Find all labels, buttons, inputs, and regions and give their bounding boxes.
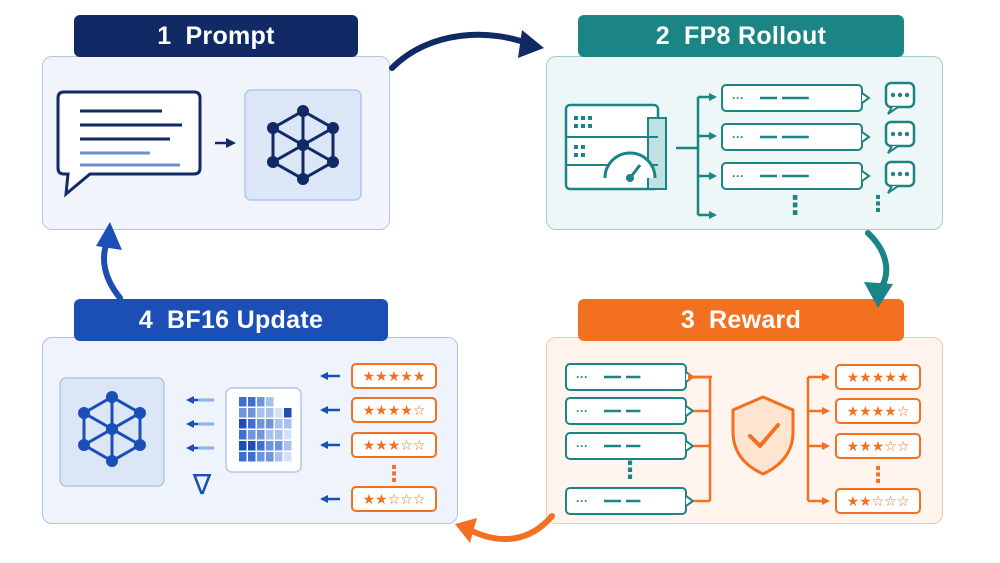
- step-1-title: 1 Prompt: [74, 15, 358, 57]
- star-rating-text: ★★★★★: [363, 369, 426, 385]
- response-dots: ···: [576, 494, 588, 508]
- star-rating: ★★★★★: [351, 363, 437, 389]
- rollout-chat-icons: [884, 81, 916, 194]
- response-bubble: ···: [565, 397, 695, 425]
- response-dots: ···: [576, 404, 588, 418]
- hexagon-network-icon: [244, 89, 362, 201]
- update-scores: ★★★★★ ★★★★☆ ★★★☆☆ ★★☆☆☆: [351, 363, 437, 512]
- star-rating: ★★☆☆☆: [835, 488, 921, 514]
- weight-matrix-icon: [225, 387, 302, 473]
- arrowhead: [864, 282, 893, 308]
- reward-scores: ★★★★★ ★★★★☆ ★★★☆☆ ★★☆☆☆: [835, 364, 921, 514]
- chat-dots-icon: [884, 160, 916, 194]
- step-3-label: Reward: [709, 305, 802, 334]
- step-4-number: 4: [138, 305, 154, 334]
- star-rating-text: ★★★★★: [847, 370, 910, 386]
- nabla-gradient-icon: ∇: [192, 469, 212, 500]
- star-rating: ★★★☆☆: [835, 433, 921, 459]
- reward-more-scores-dots: ⋮: [867, 462, 889, 487]
- response-bubble: ···: [565, 487, 695, 515]
- reward-responses: ··· ··· ··· ···: [565, 363, 695, 515]
- response-dots: ···: [732, 130, 744, 144]
- chat-document-icon: [56, 90, 202, 198]
- cycle-arrow-prompt-to-rollout: [389, 31, 535, 71]
- hexagon-network-icon: [59, 377, 165, 487]
- star-rating: ★★★★☆: [351, 397, 437, 423]
- chat-dots-icon: [884, 120, 916, 154]
- score-input-arrows: [320, 372, 340, 503]
- update-more-scores-dots: ⋮: [383, 461, 405, 486]
- arrowhead: [455, 518, 477, 543]
- step-1-number: 1: [157, 21, 172, 50]
- response-bubble: ···: [565, 432, 695, 460]
- star-rating-text: ★★★★☆: [847, 404, 910, 420]
- response-bubble: ···: [721, 162, 871, 190]
- step-2-title: 2 FP8 Rollout: [578, 15, 904, 57]
- reward-collect-lines: [688, 373, 712, 503]
- response-dots: ···: [576, 439, 588, 453]
- star-rating-text: ★★★☆☆: [847, 439, 910, 455]
- response-bubble: ···: [721, 123, 871, 151]
- cycle-arrow-reward-to-update: [467, 513, 555, 543]
- response-dots: ···: [732, 169, 744, 183]
- step-3-title: 3 Reward: [578, 299, 904, 341]
- star-rating: ★★★★★: [835, 364, 921, 390]
- star-rating-text: ★★★☆☆: [363, 438, 426, 454]
- rollout-responses: ··· ··· ···: [721, 84, 871, 190]
- star-rating: ★★★★☆: [835, 398, 921, 424]
- step-1-label: Prompt: [185, 21, 275, 50]
- response-dots: ···: [732, 91, 744, 105]
- rollout-fanout: [676, 93, 717, 219]
- reward-more-responses-dots: ⋮: [618, 457, 642, 484]
- step-3-number: 3: [680, 305, 696, 334]
- star-rating-text: ★★☆☆☆: [847, 494, 910, 510]
- star-rating-text: ★★★★☆: [363, 403, 426, 419]
- star-rating-text: ★★☆☆☆: [363, 492, 426, 508]
- chat-dots-icon: [884, 81, 916, 115]
- reward-score-fanout: [806, 373, 830, 505]
- step-2-label: FP8 Rollout: [684, 21, 827, 50]
- step-4-label: BF16 Update: [167, 305, 324, 334]
- step-2-number: 2: [655, 21, 671, 50]
- response-bubble: ···: [565, 363, 695, 391]
- star-rating: ★★☆☆☆: [351, 486, 437, 512]
- step-4-title: 4 BF16 Update: [74, 299, 388, 341]
- shield-check-icon: [731, 395, 795, 476]
- arrowhead: [96, 222, 122, 250]
- response-dots: ···: [576, 370, 588, 384]
- response-bubble: ···: [721, 84, 871, 112]
- arrowhead: [518, 30, 544, 58]
- star-rating: ★★★☆☆: [351, 432, 437, 458]
- rollout-more-dots: ⋮: [782, 190, 808, 220]
- rollout-more-chat-dots: ⋮: [867, 191, 889, 216]
- server-gauge-icon: [564, 103, 667, 191]
- gradient-arrows: [186, 396, 214, 452]
